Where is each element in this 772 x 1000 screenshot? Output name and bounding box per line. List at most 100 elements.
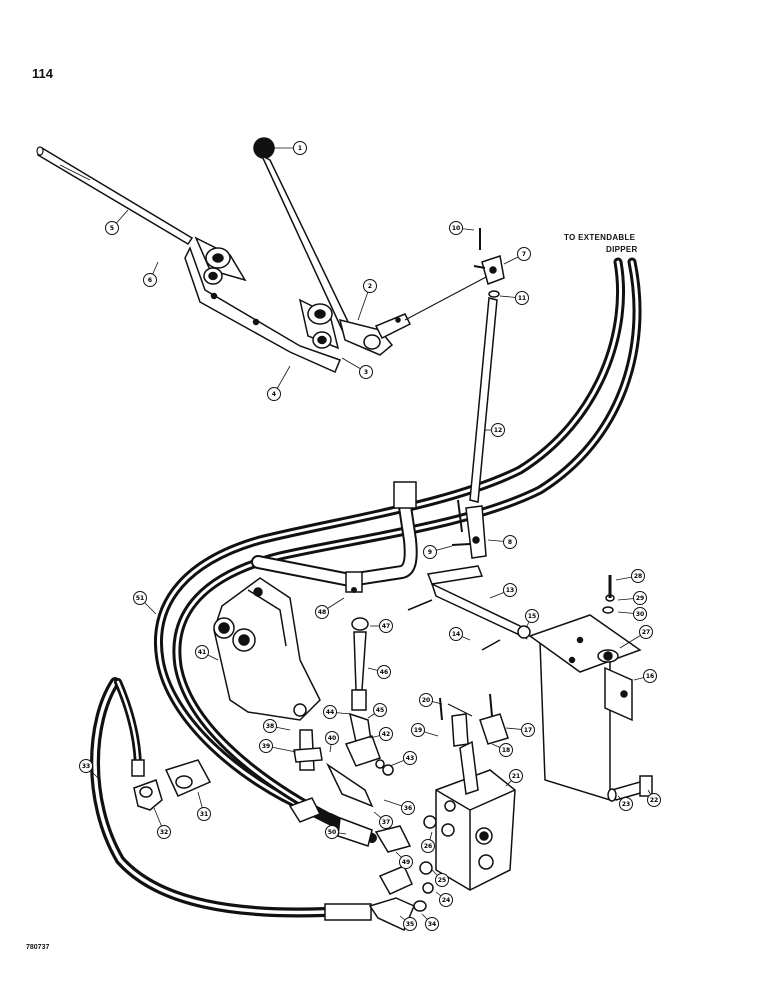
callout-circle-37 — [379, 815, 393, 829]
callout-circle-35 — [403, 917, 417, 931]
callout-circle-13 — [503, 583, 517, 597]
callout-number-36: 36 — [404, 805, 412, 812]
callout-circle-51 — [133, 591, 147, 605]
callout-number-51: 51 — [136, 595, 144, 602]
callout-circle-32 — [157, 825, 171, 839]
callout-circle-7 — [517, 247, 531, 261]
callout-number-48: 48 — [318, 609, 326, 616]
mounting-plate-27 — [528, 575, 642, 802]
callout-circle-47 — [379, 619, 393, 633]
callout-number-11: 11 — [518, 295, 526, 302]
callout-circle-28 — [631, 569, 645, 583]
callout-circle-45 — [373, 703, 387, 717]
callout-number-40: 40 — [328, 735, 336, 742]
callout-circle-50 — [325, 825, 339, 839]
callout-circle-42 — [379, 727, 393, 741]
callout-circle-6 — [143, 273, 157, 287]
callout-number-22: 22 — [650, 797, 658, 804]
callout-number-6: 6 — [148, 277, 152, 284]
page-number: 114 — [32, 66, 53, 81]
callout-number-32: 32 — [160, 829, 168, 836]
callout-circle-38 — [263, 719, 277, 733]
callout-number-17: 17 — [524, 727, 532, 734]
callout-number-46: 46 — [380, 669, 388, 676]
callout-circle-48 — [315, 605, 329, 619]
callout-circle-11 — [515, 291, 529, 305]
callout-circle-27 — [639, 625, 653, 639]
tee-fitting-17 — [439, 693, 509, 747]
callout-circle-4 — [267, 387, 281, 401]
callout-circle-9 — [423, 545, 437, 559]
callout-number-12: 12 — [494, 427, 502, 434]
shaft-13 — [407, 565, 531, 651]
callout-number-50: 50 — [328, 829, 336, 836]
callout-number-9: 9 — [428, 549, 432, 556]
dipper-hoses — [154, 257, 642, 843]
callout-circle-14 — [449, 627, 463, 641]
linkage-rod-12 — [404, 228, 505, 559]
callout-number-3: 3 — [364, 369, 368, 376]
callout-circle-12 — [491, 423, 505, 437]
callout-number-26: 26 — [424, 843, 432, 850]
callout-circle-29 — [633, 591, 647, 605]
callout-circle-30 — [633, 607, 647, 621]
callout-circle-24 — [439, 893, 453, 907]
callout-circle-8 — [503, 535, 517, 549]
callout-circle-15 — [525, 609, 539, 623]
callout-number-10: 10 — [452, 225, 460, 232]
elbow-fittings — [288, 797, 437, 932]
callout-number-45: 45 — [376, 707, 384, 714]
callout-circle-25 — [435, 873, 449, 887]
callout-circle-22 — [647, 793, 661, 807]
hose-destination-sublabel: DIPPER — [606, 245, 638, 254]
callout-circle-1 — [293, 141, 307, 155]
callout-number-44: 44 — [326, 709, 334, 716]
callout-number-49: 49 — [402, 859, 410, 866]
callout-circle-36 — [401, 801, 415, 815]
callout-number-29: 29 — [636, 595, 644, 602]
callout-number-35: 35 — [406, 921, 414, 928]
callout-circle-49 — [399, 855, 413, 869]
mounting-bracket-4 — [184, 236, 341, 373]
bolt-22 — [607, 775, 653, 802]
callout-circle-16 — [643, 669, 657, 683]
callout-number-21: 21 — [512, 773, 520, 780]
callout-circle-43 — [403, 751, 417, 765]
callout-number-34: 34 — [428, 921, 436, 928]
callout-number-2: 2 — [368, 283, 372, 290]
callout-number-15: 15 — [528, 613, 536, 620]
callout-number-14: 14 — [452, 631, 460, 638]
control-rod-5 — [36, 146, 194, 246]
callout-circle-23 — [619, 797, 633, 811]
callout-group: 1234567891011121314151617181920212223242… — [79, 141, 661, 931]
callout-circle-17 — [521, 723, 535, 737]
valve-body-41 — [213, 577, 321, 721]
callout-circle-26 — [421, 839, 435, 853]
callout-number-28: 28 — [634, 573, 642, 580]
callout-number-23: 23 — [622, 801, 630, 808]
callout-circle-34 — [425, 917, 439, 931]
callout-circle-19 — [411, 723, 425, 737]
callout-number-27: 27 — [642, 629, 650, 636]
callout-circle-31 — [197, 807, 211, 821]
callout-number-33: 33 — [82, 763, 90, 770]
callout-number-18: 18 — [502, 747, 510, 754]
callout-circle-21 — [509, 769, 523, 783]
callout-circle-33 — [79, 759, 93, 773]
callout-circle-46 — [377, 665, 391, 679]
tube-assembly-48 — [251, 481, 418, 593]
callout-number-37: 37 — [382, 819, 390, 826]
callout-number-19: 19 — [414, 727, 422, 734]
callout-circle-10 — [449, 221, 463, 235]
return-hose-33 — [90, 677, 372, 921]
callout-number-47: 47 — [382, 623, 390, 630]
callout-number-8: 8 — [508, 539, 512, 546]
callout-number-5: 5 — [110, 225, 114, 232]
callout-number-16: 16 — [646, 673, 654, 680]
callout-number-24: 24 — [442, 897, 450, 904]
callout-number-1: 1 — [298, 145, 302, 152]
callout-number-4: 4 — [272, 391, 276, 398]
callout-number-43: 43 — [406, 755, 414, 762]
callout-circle-18 — [499, 743, 513, 757]
